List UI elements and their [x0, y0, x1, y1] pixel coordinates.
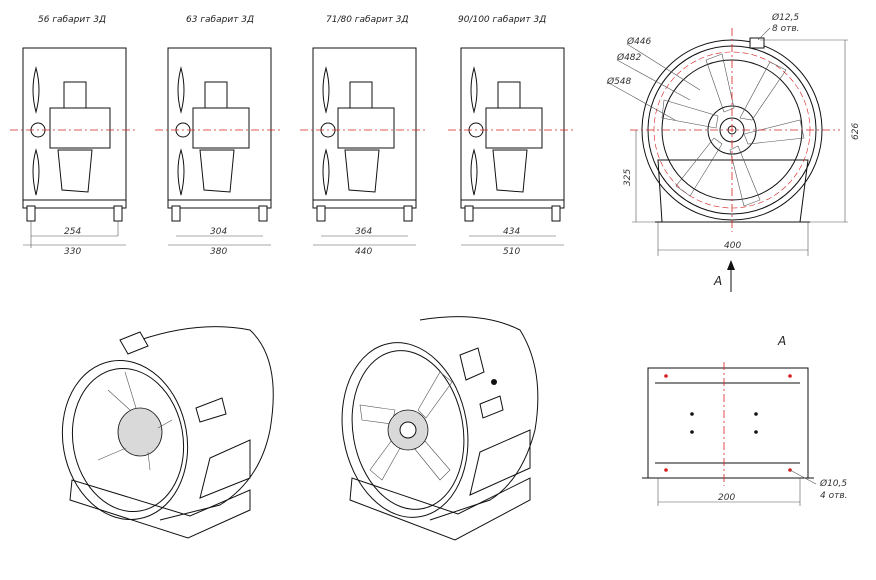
front-view: Ø446 Ø482 Ø548 Ø12,5 8 отв. 626 325 400 …	[606, 12, 861, 292]
dim-outer: 330	[64, 247, 81, 257]
bottom-holes-count: 4 отв.	[820, 491, 848, 501]
side-view-71-80: 71/80 габарит 3Д 364 440	[300, 15, 426, 257]
side-view-title: 56 габарит 3Д	[38, 15, 106, 25]
fan-blades	[661, 53, 805, 207]
dim-outer: 380	[210, 247, 227, 257]
dim-outer: 510	[503, 247, 520, 257]
bottom-width-label: 200	[718, 493, 735, 503]
side-view-90-100: 90/100 габарит 3Д 434 510	[448, 15, 574, 257]
dim-inner: 364	[355, 227, 372, 237]
diameter-label: Ø548	[606, 76, 632, 87]
dim-inner: 254	[64, 227, 81, 237]
dim-inner: 434	[503, 227, 520, 237]
holes-diameter-label: Ø12,5	[771, 12, 799, 23]
bottom-view: A 200 Ø10,5 4 отв.	[642, 334, 848, 506]
view-arrow-label: A	[713, 274, 722, 288]
diameter-label: Ø482	[616, 52, 642, 63]
side-view-title: 90/100 габарит 3Д	[458, 15, 546, 25]
height-label: 626	[851, 123, 861, 140]
holes-count-label: 8 отв.	[772, 24, 800, 34]
dim-inner: 304	[210, 227, 227, 237]
diameter-label: Ø446	[626, 36, 652, 47]
side-view-56: 56 габарит 3Д 254 330	[10, 15, 136, 257]
bottom-view-title: A	[777, 334, 786, 348]
side-view-63: 63 габарит 3Д 304 380	[155, 15, 281, 257]
isometric-view-center	[341, 316, 539, 541]
axis-height-label: 325	[623, 169, 633, 186]
isometric-view-left	[61, 326, 274, 539]
side-view-title: 71/80 габарит 3Д	[326, 15, 409, 25]
bottom-holes-diameter: Ø10,5	[819, 478, 847, 489]
width-label: 400	[724, 241, 741, 251]
side-view-title: 63 габарит 3Д	[186, 15, 254, 25]
dim-outer: 440	[355, 247, 372, 257]
